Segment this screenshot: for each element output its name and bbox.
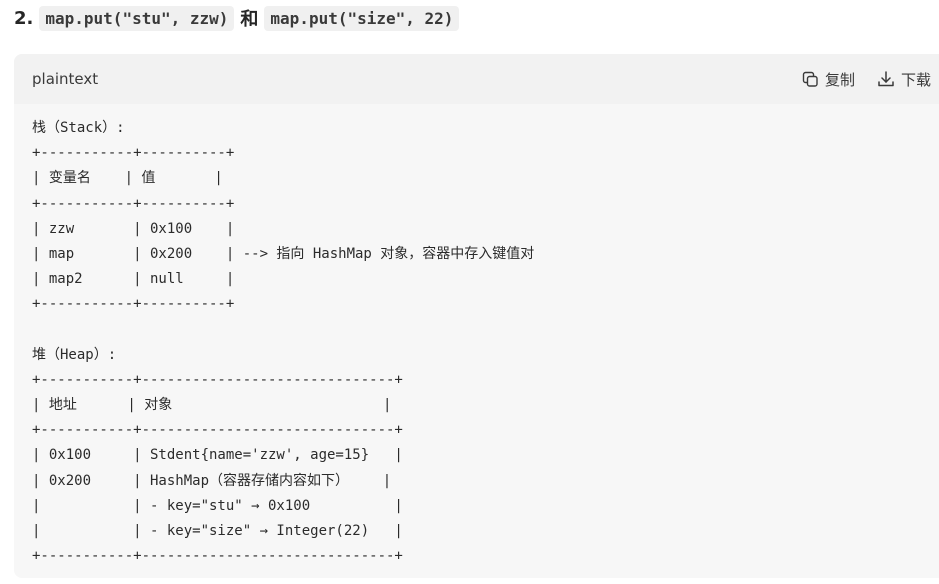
- copy-button-label: 复制: [824, 70, 855, 89]
- heading-code-put-size: map.put("size", 22): [264, 5, 460, 31]
- code-line: +-----------+----------+: [32, 145, 235, 162]
- code-line: +-----------+---------------------------…: [32, 422, 403, 439]
- code-line: 栈（Stack）:: [32, 120, 125, 136]
- code-line: | 地址 | 对象 |: [32, 397, 392, 414]
- copy-icon: [802, 71, 819, 88]
- code-line: +-----------+---------------------------…: [32, 371, 403, 388]
- download-button-label: 下载: [900, 70, 931, 89]
- code-block-header: plaintext 复制: [14, 54, 939, 104]
- code-block: plaintext 复制: [14, 54, 939, 578]
- code-line: 堆（Heap）:: [32, 346, 117, 363]
- code-line: +-----------+---------------------------…: [32, 548, 403, 565]
- code-line: +-----------+----------+: [32, 195, 235, 212]
- code-actions: 复制 下载: [802, 69, 931, 90]
- code-content: 栈（Stack）: +-----------+----------+ | 变量名 |…: [14, 104, 939, 569]
- heading-code-put-stu: map.put("stu", zzw): [39, 5, 235, 31]
- code-line: | zzw | 0x100 |: [32, 220, 235, 237]
- code-line: | map2 | null |: [32, 271, 235, 288]
- code-language-label: plaintext: [32, 70, 99, 88]
- code-line: | | - key="size" → Integer(22) |: [32, 523, 403, 539]
- code-line: | 0x100 | Stdent{name='zzw', age=15} |: [32, 447, 403, 464]
- heading-number: 2.: [14, 7, 34, 29]
- copy-button[interactable]: 复制: [802, 69, 855, 90]
- code-line: | | - key="stu" → 0x100 |: [32, 497, 403, 514]
- download-icon: [877, 70, 895, 88]
- code-line: | map | 0x200 | --> 指向 HashMap 对象，容器中存入键…: [32, 245, 535, 262]
- heading-conjunction: 和: [240, 9, 259, 30]
- code-line: | 0x200 | HashMap（容器存储内容如下） |: [32, 472, 392, 489]
- code-line: +-----------+----------+: [32, 296, 235, 313]
- download-button[interactable]: 下载: [877, 69, 931, 90]
- code-line: | 变量名 | 值 |: [32, 170, 223, 187]
- section-heading: 2. map.put("stu", zzw) 和 map.put("size",…: [14, 5, 460, 31]
- code-line: [32, 318, 939, 343]
